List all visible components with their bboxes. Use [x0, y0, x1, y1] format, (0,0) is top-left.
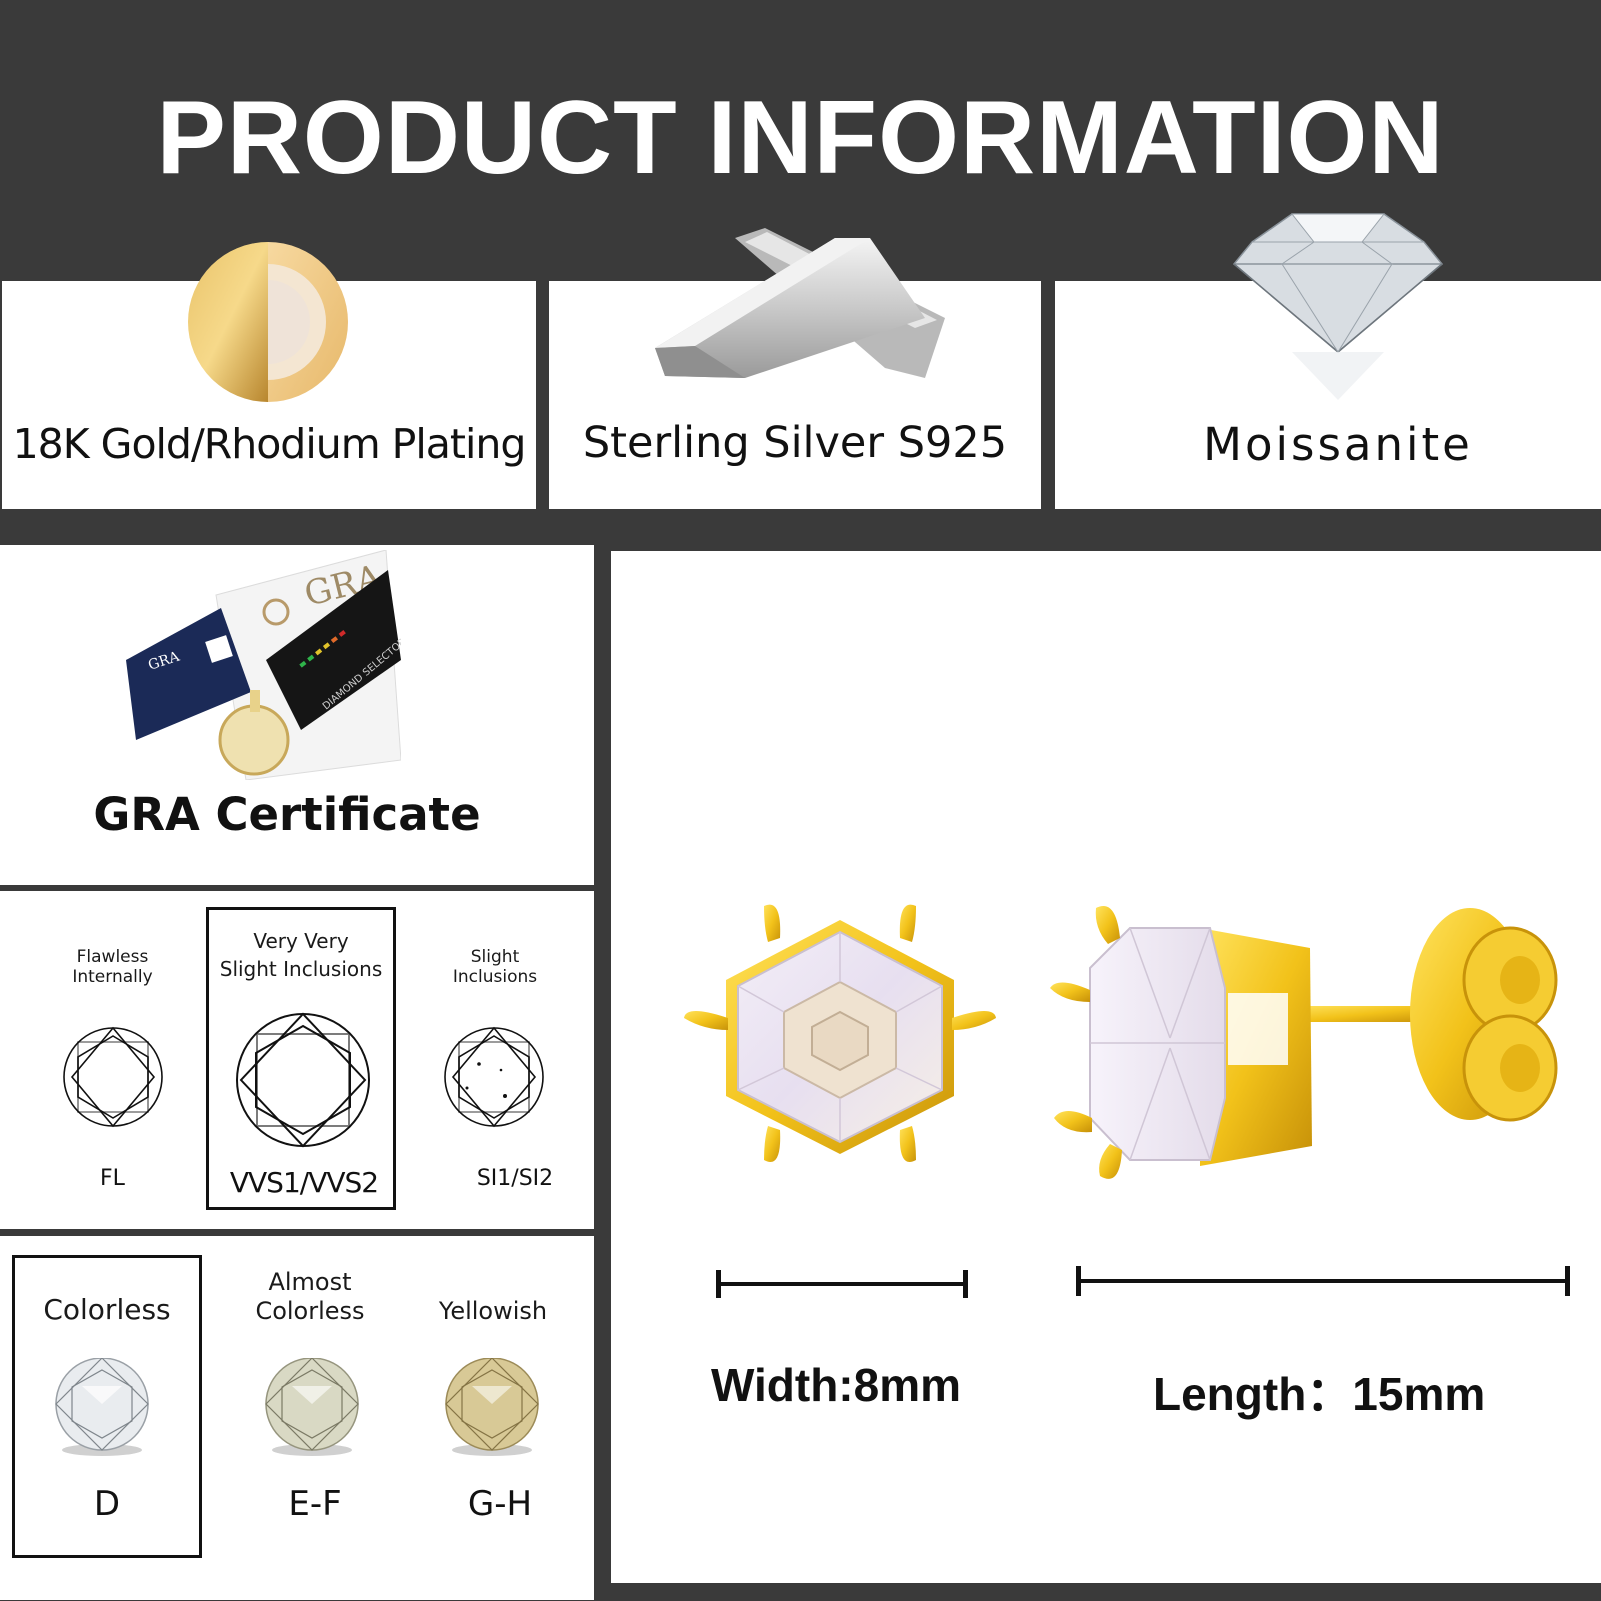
certificate-label: GRA Certificate [93, 788, 481, 841]
feature-label-moissanite: Moissanite [1203, 418, 1473, 471]
clarity-label-fl-line2: Internally [72, 967, 153, 987]
color-label-d: Colorless [43, 1293, 171, 1326]
clarity-selected-box [206, 907, 396, 1210]
clarity-diagram-fl [62, 1026, 164, 1128]
width-label: Width:8mm [711, 1359, 962, 1411]
gem-yellowish-icon [442, 1358, 542, 1458]
page-title: PRODUCT INFORMATION [156, 80, 1445, 196]
color-label-gh: Yellowish [438, 1297, 548, 1325]
color-code-ef: E-F [288, 1484, 342, 1524]
clarity-label-si-line1: Slight [470, 947, 520, 967]
clarity-panel [0, 891, 594, 1229]
clarity-code-vvs: VVS1/VVS2 [229, 1166, 379, 1199]
gold-plating-swatch-icon [186, 240, 350, 404]
length-label: Length：15mm [1153, 1368, 1486, 1420]
clarity-code-si: SI1/SI2 [476, 1166, 554, 1191]
color-code-d: D [93, 1484, 121, 1524]
clarity-diagram-vvs [235, 1012, 371, 1148]
color-label-ef-line2: Colorless [255, 1297, 365, 1325]
silver-bars-icon [655, 228, 945, 388]
clarity-label-vvs-line2: Slight Inclusions [219, 957, 383, 981]
clarity-label-fl-line1: Flawless [76, 947, 149, 967]
clarity-label-si-line2: Inclusions [452, 967, 538, 987]
earring-front-image [684, 898, 996, 1170]
feature-label-plating: 18K Gold/Rhodium Plating [12, 420, 527, 468]
color-label-ef-line1: Almost [268, 1268, 352, 1296]
gem-almost-colorless-icon [262, 1358, 362, 1458]
feature-label-silver: Sterling Silver S925 [582, 418, 1008, 468]
clarity-diagram-si [443, 1026, 545, 1128]
certificate-image: GRA GRA DIAMOND SELECTOR II [126, 550, 401, 780]
width-dimension-bar [716, 1270, 968, 1298]
diamond-gem-icon [1222, 212, 1454, 402]
clarity-label-vvs-line1: Very Very [253, 929, 349, 953]
earring-side-image [1050, 898, 1560, 1188]
gem-colorless-icon [52, 1358, 152, 1458]
length-dimension-bar [1076, 1266, 1570, 1296]
color-code-gh: G-H [467, 1484, 533, 1524]
color-selected-box [12, 1255, 202, 1558]
clarity-code-fl: FL [100, 1166, 125, 1191]
